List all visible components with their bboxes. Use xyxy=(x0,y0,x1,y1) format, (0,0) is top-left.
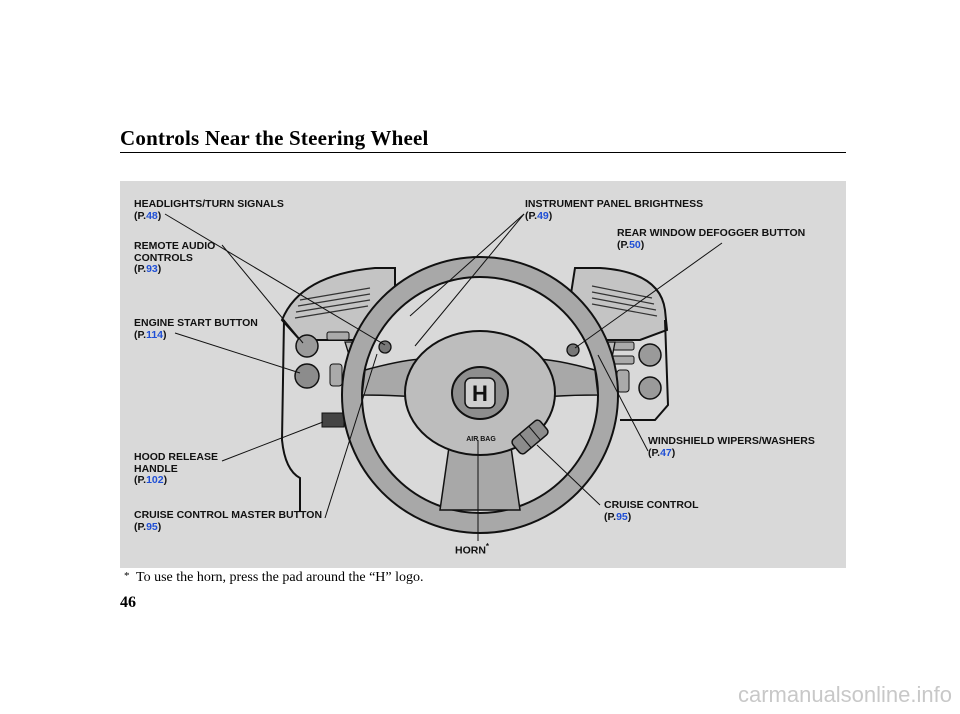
page-number: 46 xyxy=(120,594,136,611)
page-ref-link[interactable]: 48 xyxy=(146,209,158,222)
hood-release-handle xyxy=(321,412,345,428)
engine-start-button xyxy=(294,363,320,389)
left-switch-1 xyxy=(326,331,350,341)
page-ref-link[interactable]: 114 xyxy=(146,328,164,341)
page-ref-link[interactable]: 47 xyxy=(660,446,672,459)
label-remote-audio-controls: REMOTE AUDIO CONTROLS (P.93) xyxy=(134,240,216,275)
leader-cruise-control xyxy=(536,444,601,506)
label-headlights-turn-signals: HEADLIGHTS/TURN SIGNALS (P.48) xyxy=(134,198,284,222)
label-cruise-control: CRUISE CONTROL (P.95) xyxy=(604,499,699,523)
leader-hood-release xyxy=(221,421,324,462)
label-windshield-wipers-washers: WINDSHIELD WIPERS/WASHERS (P.47) xyxy=(648,435,815,459)
label-instrument-panel-brightness: INSTRUMENT PANEL BRIGHTNESS (P.49) xyxy=(525,198,704,222)
right-switch-2 xyxy=(611,355,635,365)
left-switch-2 xyxy=(329,363,343,387)
footnote-text: To use the horn, press the pad around th… xyxy=(136,570,424,585)
page-ref-link[interactable]: 49 xyxy=(537,209,549,222)
label-rear-window-defogger: REAR WINDOW DEFOGGER BUTTON (P.50) xyxy=(617,227,806,251)
dashboard-right-edge xyxy=(620,319,670,421)
left-air-vent xyxy=(294,287,371,319)
leader-rear-defogger xyxy=(574,242,723,349)
leader-brightness-1 xyxy=(414,213,525,347)
leader-engine-start xyxy=(174,332,301,374)
right-knob-1 xyxy=(638,343,662,367)
watermark: carmanualsonline.info xyxy=(737,682,952,707)
label-horn: HORN* xyxy=(455,542,490,557)
airbag-text: AIR BAG xyxy=(466,436,496,443)
page-ref-link[interactable]: 50 xyxy=(629,238,641,251)
right-air-vent xyxy=(591,285,658,317)
page-ref-link[interactable]: 102 xyxy=(146,474,164,486)
callout-lines xyxy=(164,213,723,541)
leader-cruise-master xyxy=(324,353,378,519)
right-spoke-button xyxy=(566,343,580,357)
right-knob-2 xyxy=(638,376,662,400)
leader-remote-audio xyxy=(221,244,304,344)
label-engine-start-button: ENGINE START BUTTON (P.114) xyxy=(134,317,258,341)
leader-headlights xyxy=(164,213,386,346)
label-hood-release-handle: HOOD RELEASE HANDLE (P.102) xyxy=(134,451,219,486)
title-rule xyxy=(120,152,846,153)
page-title: Controls Near the Steering Wheel xyxy=(120,126,429,150)
leader-wipers xyxy=(597,354,649,452)
leader-brightness-2 xyxy=(409,213,525,317)
cruise-control-pad xyxy=(511,419,549,455)
page-ref-link[interactable]: 95 xyxy=(146,520,158,533)
honda-h-logo: H xyxy=(472,381,488,406)
page-ref-link[interactable]: 93 xyxy=(146,263,158,275)
emblem-frame xyxy=(464,377,496,409)
page-ref-link[interactable]: 95 xyxy=(616,510,628,523)
remote-audio-button xyxy=(378,340,392,354)
label-cruise-control-master-button: CRUISE CONTROL MASTER BUTTON (P.95) xyxy=(134,509,323,533)
footnote-mark: * xyxy=(124,570,130,582)
dashboard-left-edge xyxy=(280,319,301,512)
